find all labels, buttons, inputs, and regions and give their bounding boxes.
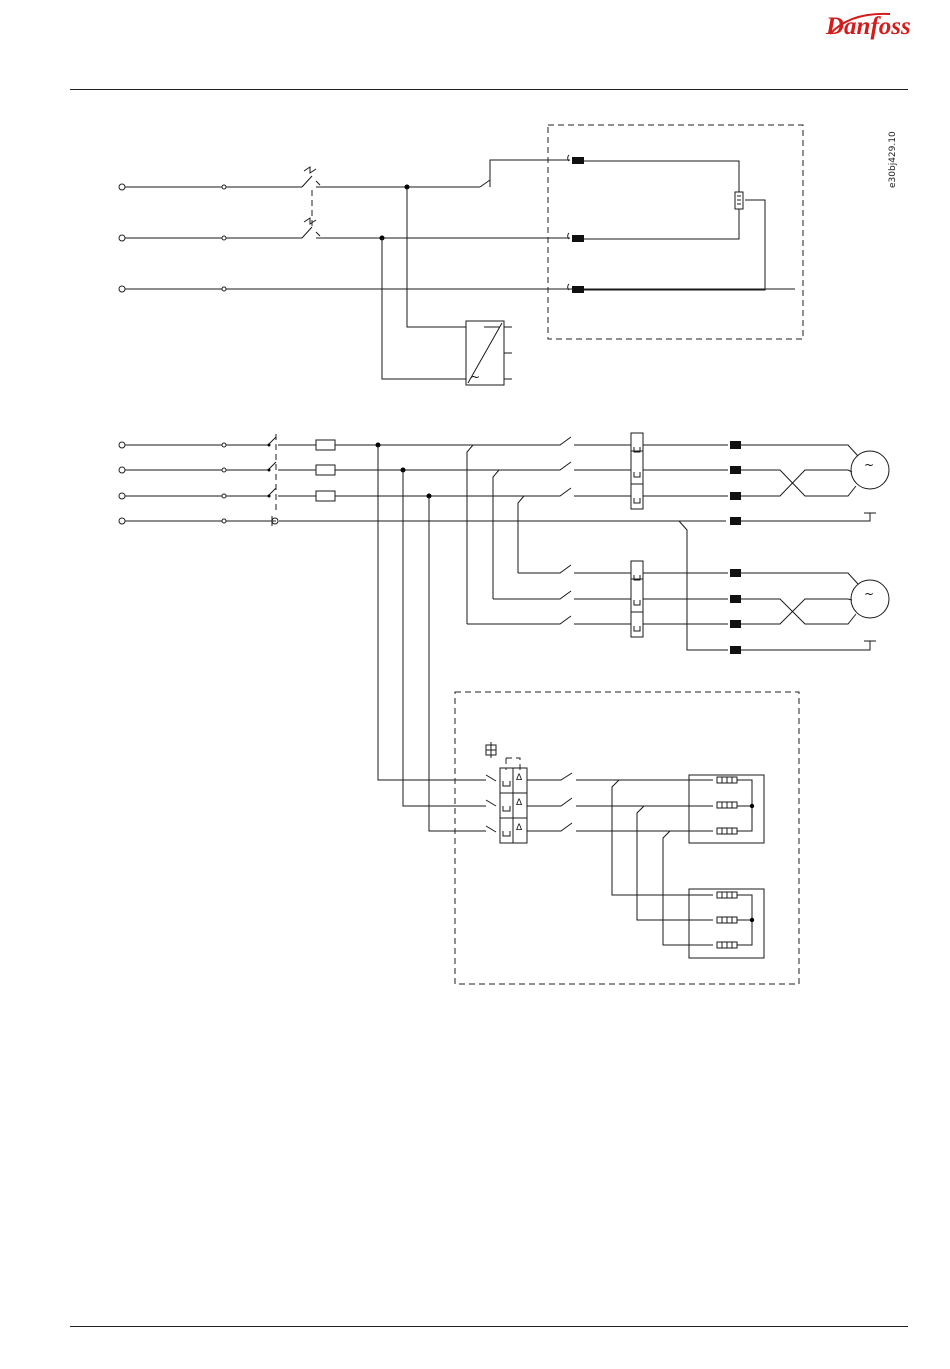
heater-circuit: Δ Δ Δ [378, 445, 799, 984]
plug-connector [572, 157, 584, 164]
overload-relay [631, 433, 643, 509]
terminal-l2 [119, 235, 125, 241]
footer-rule [70, 1326, 908, 1327]
svg-text:Δ: Δ [516, 773, 523, 783]
motor-plug [730, 441, 741, 449]
main-switch [268, 434, 279, 526]
motor-protection-breaker: Δ Δ Δ [486, 742, 527, 843]
terminal-l1 [119, 184, 125, 190]
terminal-main-n [119, 518, 125, 524]
svg-text:~: ~ [864, 587, 874, 601]
svg-text:Δ: Δ [516, 798, 523, 808]
terminal-main-l1 [119, 442, 125, 448]
terminal-main-l3 [119, 493, 125, 499]
ac-symbol: ~ [470, 370, 480, 384]
terminal-l3 [119, 286, 125, 292]
fuse [316, 440, 335, 450]
svg-text:Δ: Δ [516, 823, 523, 833]
enclosure-bottom [455, 692, 799, 984]
main-power-circuit: ~ ~ [119, 433, 889, 654]
circuit-breaker-symbol [302, 167, 320, 238]
control-supply-circuit: ~ [119, 125, 803, 385]
terminal-main-l2 [119, 467, 125, 473]
svg-text:~: ~ [864, 458, 874, 472]
